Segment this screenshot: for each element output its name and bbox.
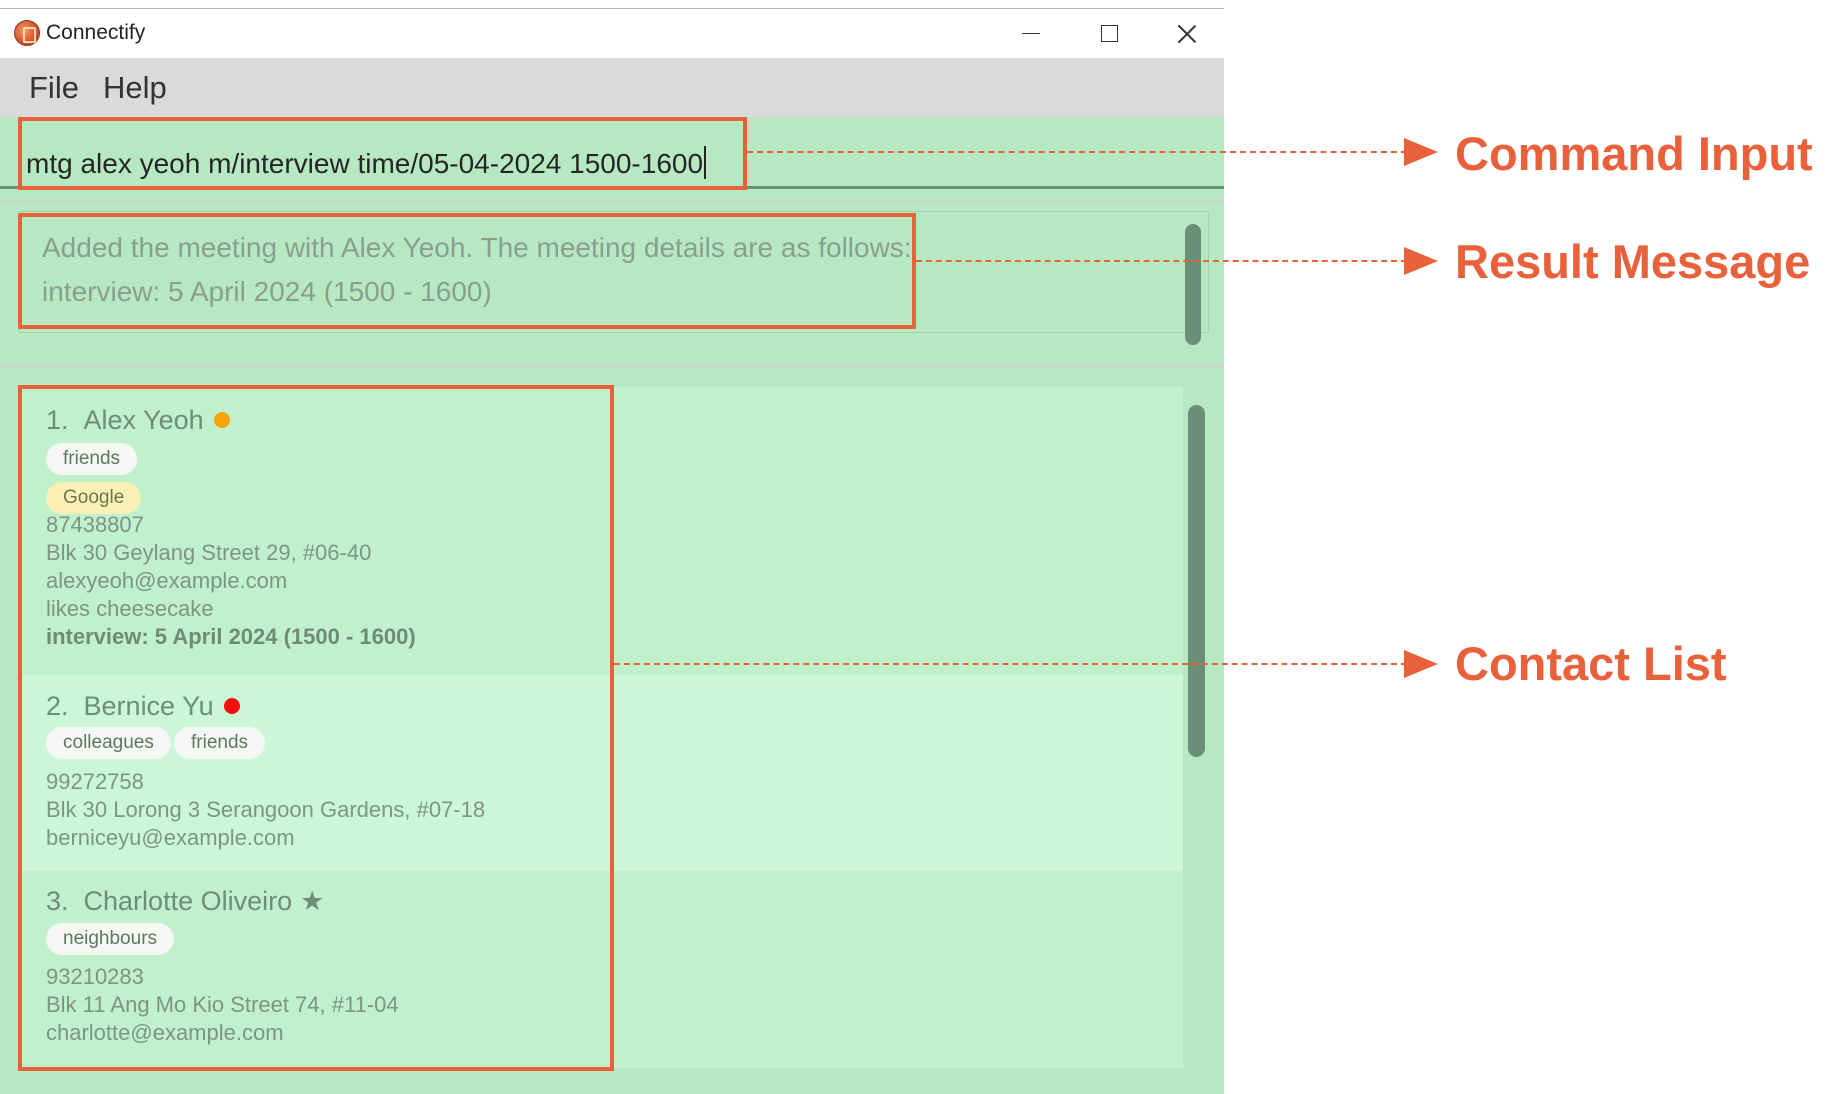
result-message-highlight bbox=[18, 213, 916, 329]
command-input-highlight bbox=[18, 117, 747, 190]
window-title: Connectify bbox=[46, 21, 146, 44]
contact-name: Alex Yeoh bbox=[83, 405, 204, 435]
menu-help[interactable]: Help bbox=[103, 70, 167, 105]
contact-card[interactable]: 2. Bernice Yu colleagues friends 99272758… bbox=[19, 675, 1183, 871]
result-scrollbar[interactable] bbox=[1185, 224, 1201, 345]
minimize-icon bbox=[1022, 32, 1040, 35]
command-input-arrow bbox=[747, 151, 1407, 153]
close-icon bbox=[1177, 24, 1197, 44]
app-logo-icon bbox=[14, 20, 40, 46]
text-caret bbox=[704, 146, 707, 179]
contact-address: Blk 11 Ang Mo Kio Street 74, #11-04 bbox=[46, 992, 399, 1017]
status-dot-icon bbox=[213, 412, 230, 428]
contact-card[interactable]: 3. Charlotte Oliveiro★ neighbours 9321028… bbox=[19, 871, 1183, 1068]
tag: colleagues bbox=[46, 727, 171, 759]
minimize-button[interactable] bbox=[992, 9, 1070, 58]
contact-phone: 87438807 bbox=[46, 512, 144, 537]
contact-index: 3. bbox=[46, 886, 69, 916]
company-tag: Google bbox=[46, 482, 142, 514]
arrow-head-icon bbox=[1404, 650, 1438, 678]
contact-address: Blk 30 Geylang Street 29, #06-40 bbox=[46, 540, 372, 565]
contact-email: charlotte@example.com bbox=[46, 1020, 284, 1045]
result-line-2: interview: 5 April 2024 (1500 - 1600) bbox=[42, 276, 492, 307]
contact-phone: 99272758 bbox=[46, 769, 144, 794]
star-icon: ★ bbox=[300, 886, 325, 916]
divider bbox=[0, 365, 1224, 368]
command-box[interactable]: mtg alex yeoh m/interview time/05-04-202… bbox=[0, 117, 1224, 199]
command-input-label: Command Input bbox=[1455, 127, 1813, 180]
tag: friends bbox=[174, 727, 266, 759]
contact-name-row: 1. Alex Yeoh bbox=[46, 405, 230, 436]
contact-list-arrow bbox=[614, 663, 1407, 665]
contact-list-scrollbar[interactable] bbox=[1188, 405, 1205, 757]
menu-bar: File Help bbox=[0, 58, 1224, 117]
title-bar: Connectify bbox=[0, 9, 1224, 58]
contact-email: berniceyu@example.com bbox=[46, 825, 295, 850]
contact-address: Blk 30 Lorong 3 Serangoon Gardens, #07-1… bbox=[46, 797, 486, 822]
status-dot-icon bbox=[223, 698, 240, 714]
contact-phone: 93210283 bbox=[46, 964, 144, 989]
contact-card[interactable]: 1. Alex Yeoh friends Google 87438807 Blk … bbox=[19, 387, 1183, 675]
result-message-label: Result Message bbox=[1455, 235, 1811, 288]
contact-index: 2. bbox=[46, 691, 69, 721]
command-text: mtg alex yeoh m/interview time/05-04-202… bbox=[26, 148, 704, 179]
contact-index: 1. bbox=[46, 405, 69, 435]
contact-list[interactable]: 1. Alex Yeoh friends Google 87438807 Blk … bbox=[19, 387, 1183, 1094]
arrow-head-icon bbox=[1404, 247, 1438, 275]
result-message: Added the meeting with Alex Yeoh. The me… bbox=[42, 226, 942, 314]
contact-name-row: 2. Bernice Yu bbox=[46, 691, 240, 722]
maximize-icon bbox=[1100, 25, 1118, 42]
tag: neighbours bbox=[46, 923, 175, 955]
contact-name-row: 3. Charlotte Oliveiro★ bbox=[46, 886, 324, 917]
result-message-arrow bbox=[916, 260, 1407, 262]
contact-name: Bernice Yu bbox=[83, 691, 214, 721]
close-button[interactable] bbox=[1148, 9, 1224, 58]
maximize-button[interactable] bbox=[1070, 9, 1148, 58]
tag: friends bbox=[46, 443, 138, 475]
divider bbox=[0, 200, 1224, 203]
result-line-1: Added the meeting with Alex Yeoh. The me… bbox=[42, 232, 912, 263]
result-display: Added the meeting with Alex Yeoh. The me… bbox=[19, 211, 1209, 333]
contact-meeting: interview: 5 April 2024 (1500 - 1600) bbox=[46, 624, 416, 649]
arrow-head-icon bbox=[1404, 138, 1438, 166]
contact-email: alexyeoh@example.com bbox=[46, 568, 288, 593]
contact-note: likes cheesecake bbox=[46, 596, 214, 621]
contact-name: Charlotte Oliveiro bbox=[83, 886, 293, 916]
contact-list-label: Contact List bbox=[1455, 637, 1727, 690]
menu-file[interactable]: File bbox=[29, 70, 79, 105]
contact-list-highlight bbox=[18, 385, 614, 1071]
command-input[interactable]: mtg alex yeoh m/interview time/05-04-202… bbox=[26, 146, 707, 180]
